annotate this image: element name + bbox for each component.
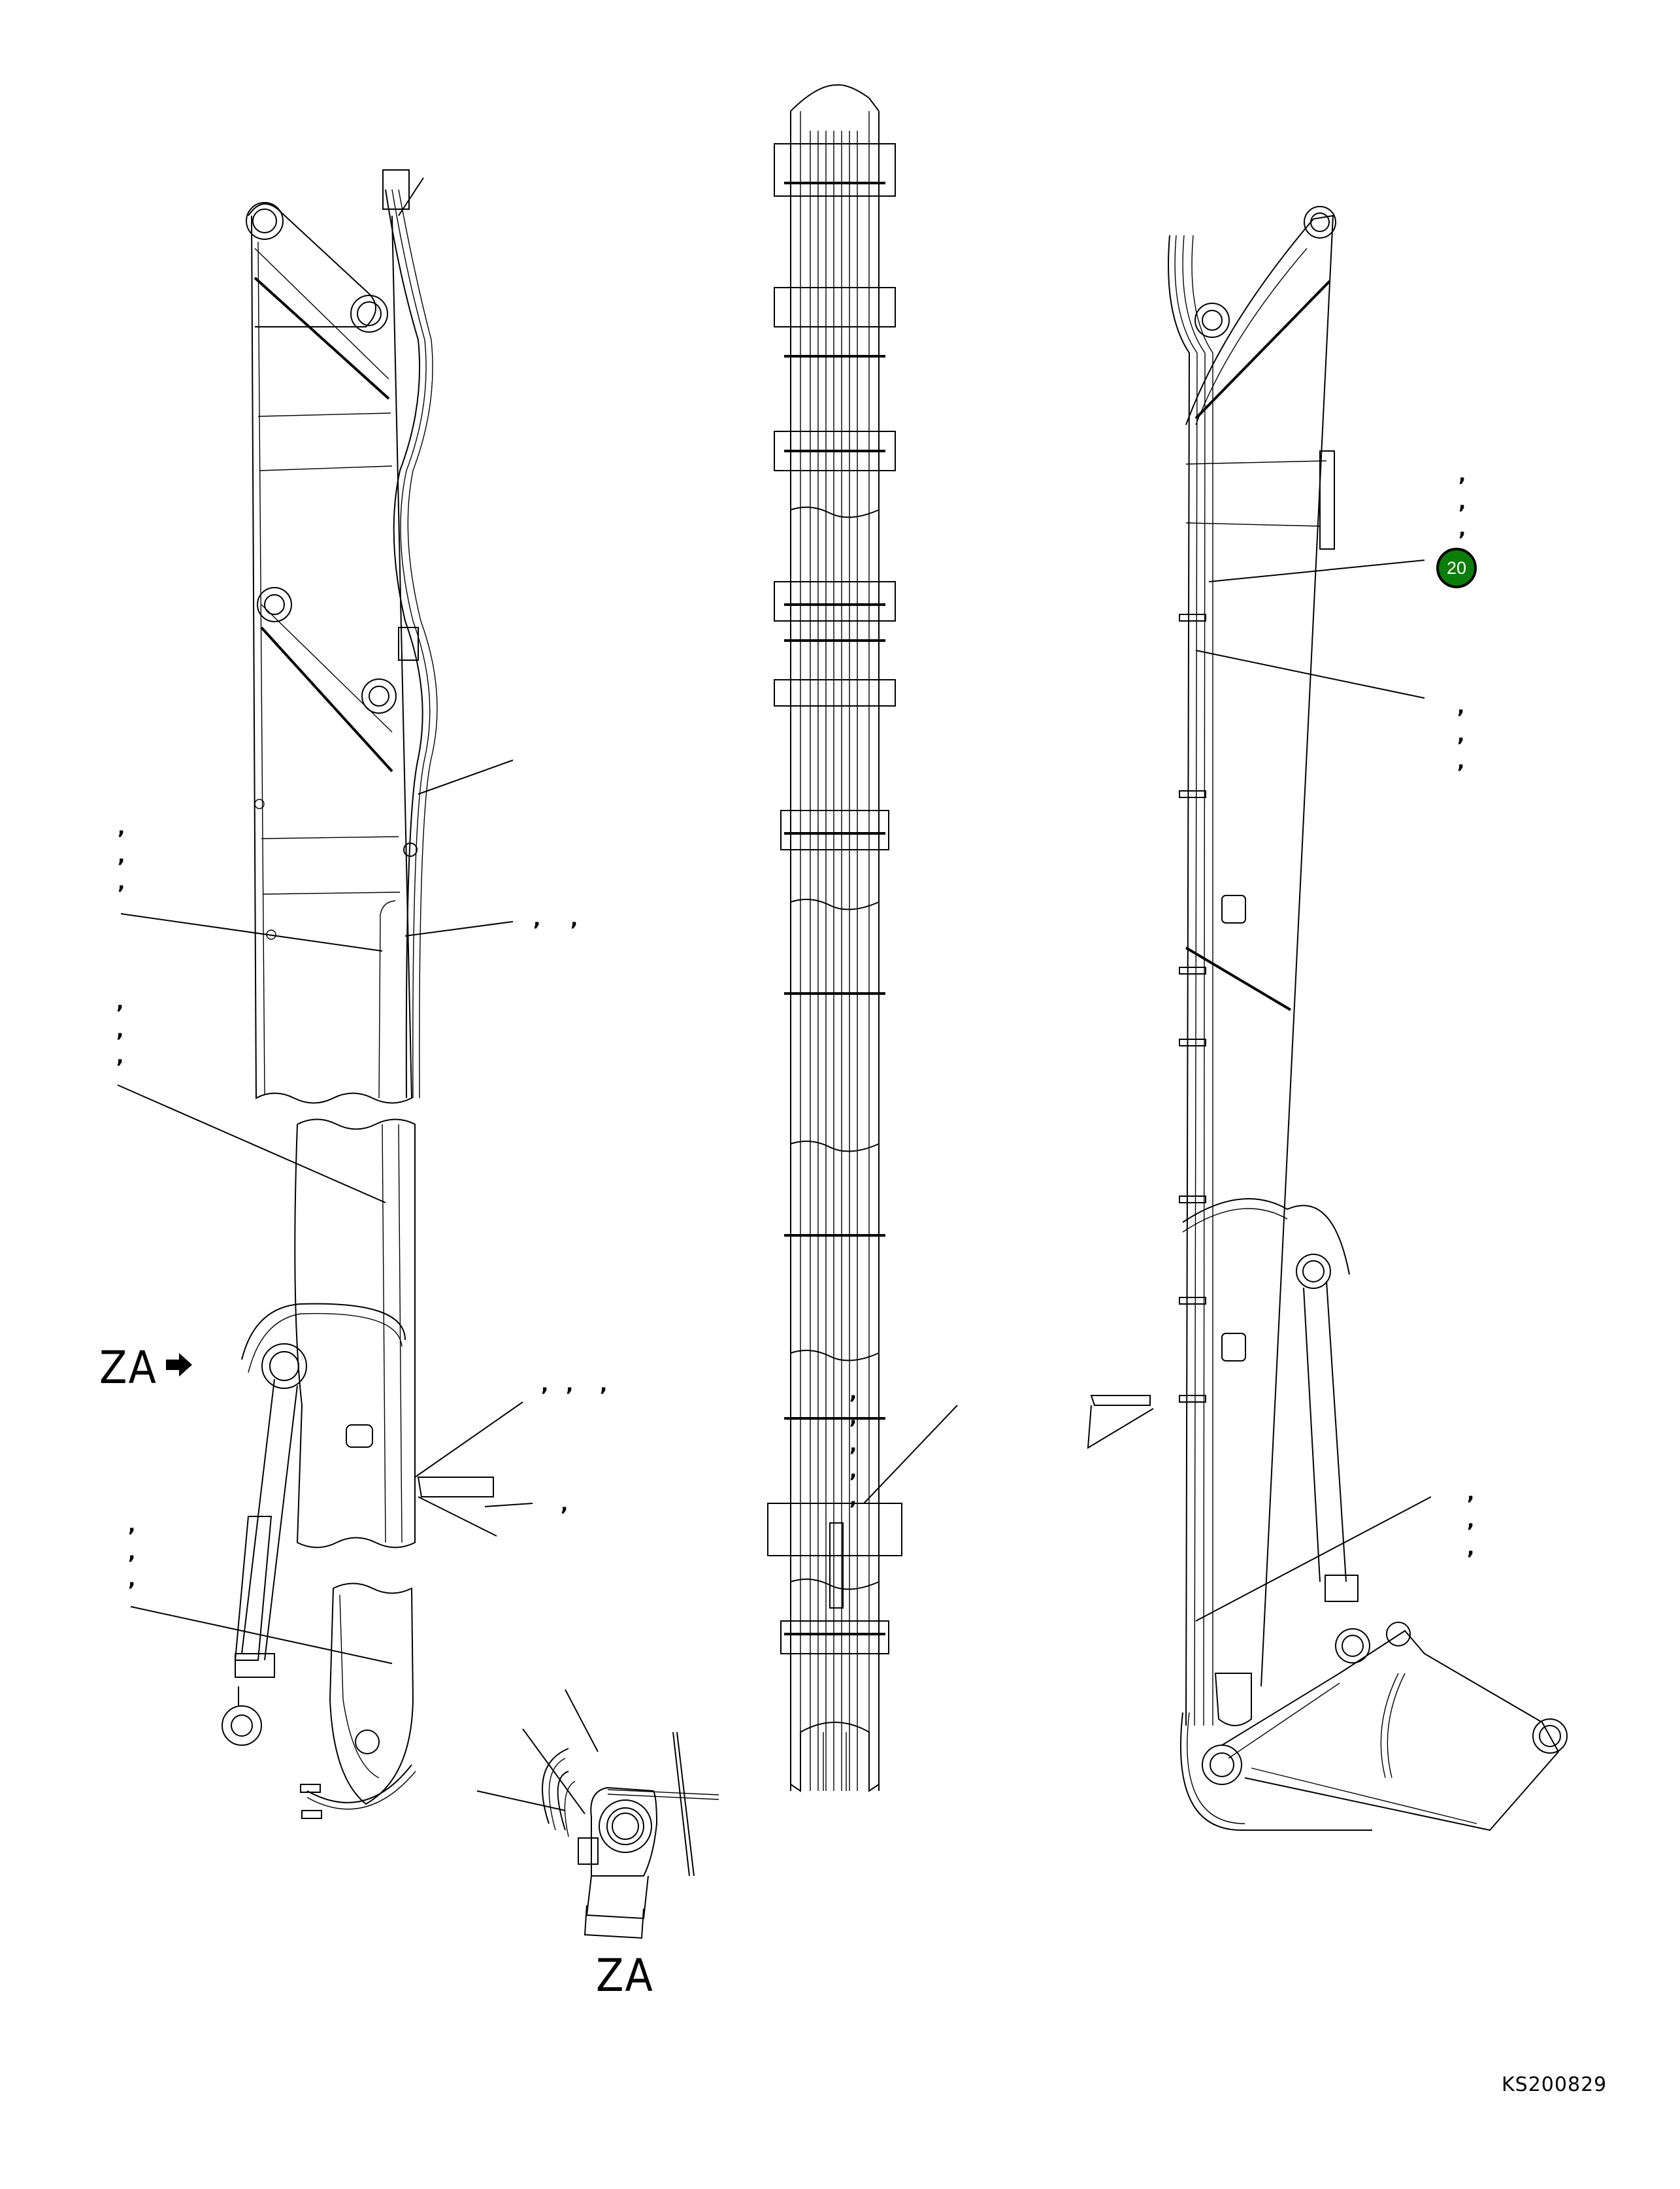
comma-mark: , [116,991,124,1014]
comma-mark: , [849,1433,857,1456]
comma-mark: , [1458,518,1466,541]
comma-mark: , [1457,750,1465,773]
comma-mark: , [849,1406,857,1429]
comma-mark: , [570,908,578,931]
comma-mark: , [118,816,125,839]
comma-mark: , [1467,1537,1475,1560]
left-side-view [222,169,497,1819]
comma-mark: , [116,1045,124,1068]
comma-mark: , [533,908,541,931]
comma-mark: , [541,1373,549,1396]
detail-za [542,1731,719,1939]
comma-mark: , [1467,1509,1475,1532]
comma-mark: , [561,1493,568,1516]
comma-mark: , [1457,695,1465,718]
top-view [767,84,902,1792]
view-marker-label: ZA [99,1341,157,1394]
right-side-view [1087,206,1568,1831]
comma-mark: , [600,1373,608,1396]
detail-view-label: ZA [596,1949,654,2002]
comma-mark: , [116,1019,124,1042]
comma-mark: , [118,844,125,867]
comma-mark: , [128,1514,136,1537]
comma-mark: , [128,1568,136,1591]
part-code: KS200829 [1502,2073,1607,2096]
comma-mark: , [1458,491,1466,514]
comma-mark: , [566,1373,574,1396]
comma-mark: , [1457,724,1465,746]
comma-mark: , [128,1541,136,1564]
comma-mark: , [1458,463,1466,486]
comma-mark: , [1467,1482,1475,1505]
callout-20[interactable]: 20 [1436,548,1477,588]
comma-mark: , [849,1487,857,1510]
leader-lines [117,177,1432,1814]
comma-mark: , [118,871,125,894]
right-arrow-icon [166,1353,192,1377]
comma-mark: , [849,1460,857,1482]
comma-mark: , [849,1381,857,1404]
